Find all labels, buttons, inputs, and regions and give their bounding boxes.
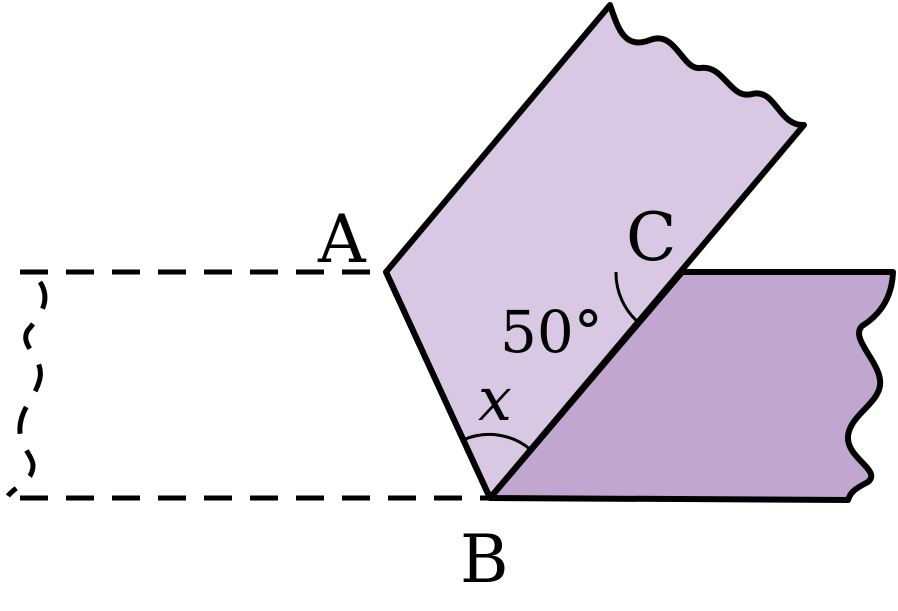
label-B: B <box>460 521 509 598</box>
edge-AB <box>383 270 493 500</box>
label-C: C <box>626 199 677 276</box>
angle-arc-x <box>462 432 532 452</box>
label-A: A <box>317 201 367 278</box>
label-angle-x: x <box>478 365 512 435</box>
remaining-strip <box>487 269 896 503</box>
label-angle-50: 50° <box>500 298 603 366</box>
unfolded-wavy-left-end <box>5 280 48 498</box>
fold-crease-BC <box>487 270 685 500</box>
folded-strip <box>383 2 807 501</box>
angle-arc-50 <box>614 271 640 325</box>
